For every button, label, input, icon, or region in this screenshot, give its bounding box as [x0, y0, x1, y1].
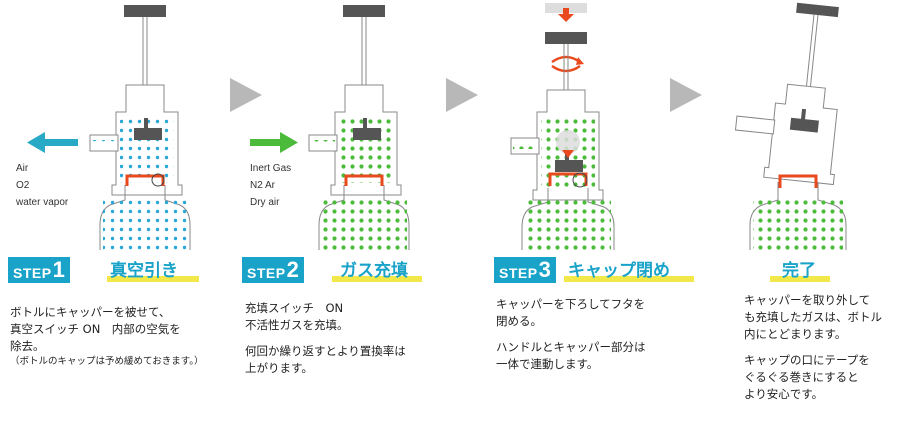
step-chevron-icon	[446, 78, 478, 112]
step-3-title-highlight	[564, 276, 694, 282]
complete-illustration	[734, 2, 847, 250]
step-1-badge: STEP 1	[8, 257, 70, 283]
step-2-badge: STEP 2	[242, 257, 304, 283]
step-3-illustration	[510, 3, 615, 250]
step-chevron-icon	[670, 78, 702, 112]
step-3-description: キャッパーを下ろしてフタを 閉める。 ハンドルとキャッパー部分は 一体で連動しま…	[496, 297, 646, 371]
step-2-side-labels: Inert Gas N2 Ar Dry air	[250, 163, 292, 208]
step-1-description: ボトルにキャッパーを被せて、 真空スイッチ ON 内部の空気を 除去。 （ボトル…	[10, 305, 204, 367]
handle	[124, 5, 166, 17]
step-1-illustration	[27, 5, 191, 250]
step-chevron-icon	[230, 78, 262, 112]
complete-title: 完了	[782, 261, 816, 281]
step-2-illustration	[250, 5, 410, 250]
bottle-air	[103, 198, 188, 250]
step-2-description: 充填スイッチ ON 不活性ガスを充填。 何回か繰り返すとより置換率は 上がります…	[245, 301, 406, 375]
step-1-title-highlight	[107, 276, 199, 282]
step-3-badge: STEP 3	[494, 257, 556, 283]
step-2-title: ガス充填	[340, 261, 408, 281]
step-1-title: 真空引き	[110, 261, 178, 281]
step-2-panel: Inert Gas N2 Ar Dry air STEP 2 ガス充填 充填スイ…	[240, 0, 460, 422]
step-3-title: キャップ閉め	[568, 261, 670, 281]
complete-description: キャッパーを取り外して も充填したガスは、ボトル 内にとどまります。 キャップの…	[744, 293, 882, 401]
down-arrow-icon	[558, 8, 574, 22]
step-2-title-highlight	[332, 276, 422, 282]
step-3-panel: STEP 3 キャップ閉め キャッパーを下ろしてフタを 閉める。 ハンドルとキャ…	[490, 0, 700, 422]
rotate-icon	[551, 55, 584, 73]
vacuum-out-arrow-icon	[27, 132, 78, 153]
bottle-gas	[322, 198, 407, 250]
gas-in-arrow-icon	[250, 132, 298, 153]
bottle-cap	[125, 174, 165, 186]
complete-title-highlight	[770, 276, 830, 282]
complete-panel: 完了 キャッパーを取り外して も充填したガスは、ボトル 内にとどまります。 キャ…	[720, 0, 901, 422]
step-1-note: （ボトルのキャップは予め緩めておきます。）	[10, 356, 204, 367]
step-1-side-labels: Air O2 water vapor	[16, 163, 69, 208]
step-1-panel: Air O2 water vapor STEP 1 真空引き ボトルにキャッパー…	[0, 0, 230, 422]
